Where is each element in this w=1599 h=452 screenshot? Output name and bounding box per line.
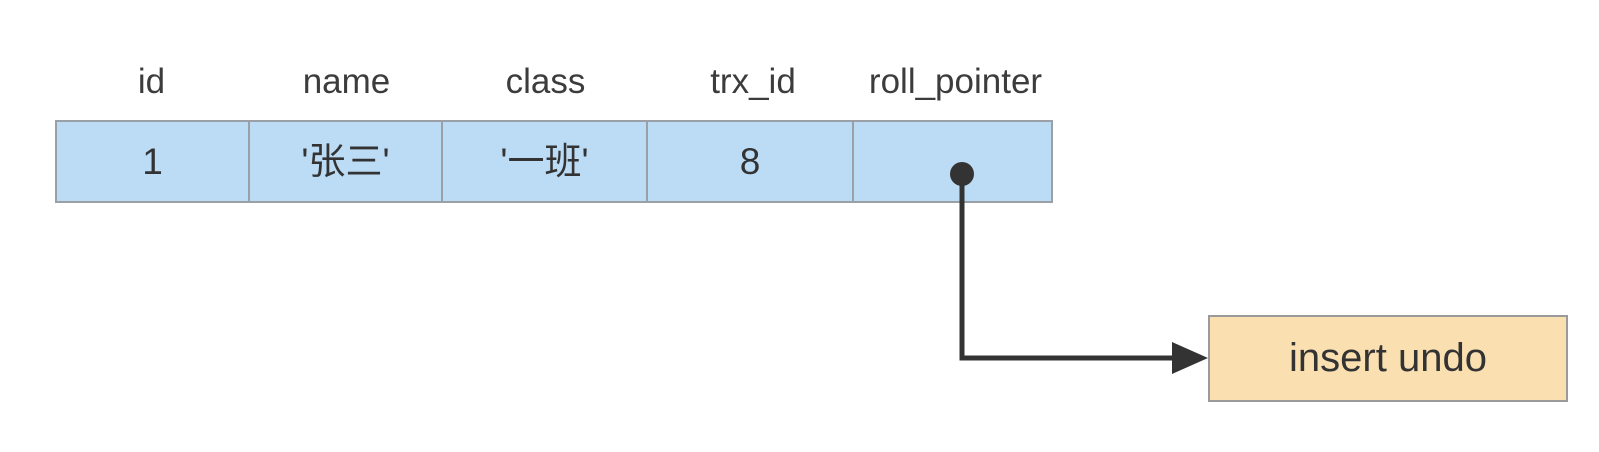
- cell-trx-id: 8: [648, 122, 854, 201]
- column-header-name: name: [302, 62, 391, 101]
- arrowhead-icon: [1172, 342, 1208, 374]
- insert-undo-label: insert undo: [1289, 336, 1487, 380]
- column-header-class: class: [505, 62, 586, 101]
- insert-undo-box: insert undo: [1208, 315, 1568, 402]
- cell-name: '张三': [250, 122, 443, 201]
- column-header-id: id: [137, 62, 166, 101]
- cell-id: 1: [57, 122, 250, 201]
- connector-line: [959, 176, 1200, 361]
- record-row: 1 '张三' '一班' 8: [55, 120, 1053, 203]
- cell-roll-pointer: [854, 122, 1051, 201]
- column-header-roll-pointer: roll_pointer: [868, 62, 1043, 101]
- column-header-trx-id: trx_id: [710, 62, 796, 101]
- cell-class: '一班': [443, 122, 648, 201]
